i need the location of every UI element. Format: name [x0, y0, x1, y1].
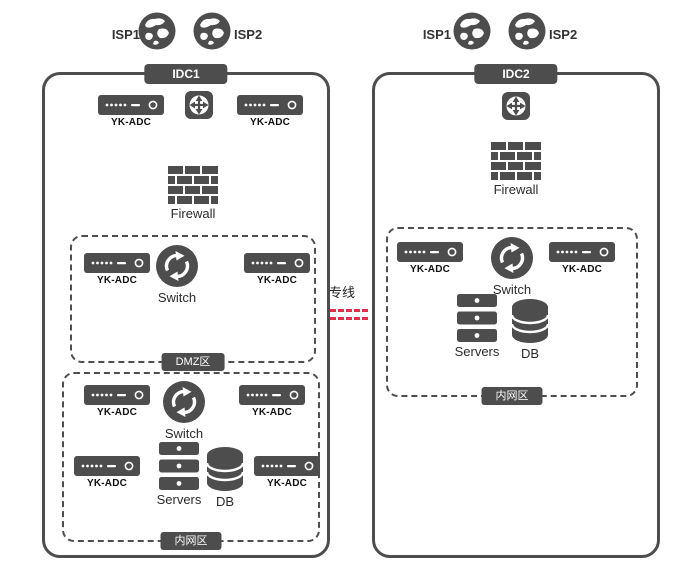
adc-appliance-icon: [74, 456, 140, 476]
firewall-label: Firewall: [493, 182, 539, 197]
database-cylinder-icon: [204, 446, 246, 492]
globe-icon: [508, 12, 546, 50]
idc2-adc-right: YK-ADC: [540, 242, 624, 275]
yk-adc-label: YK-ADC: [561, 264, 603, 275]
idc2-isp2-label: ISP2: [549, 27, 578, 42]
idc2-router-node: [502, 92, 530, 120]
switch-cycle-icon: [155, 244, 199, 288]
switch-label: Switch: [164, 426, 204, 441]
route-cross-icon: [185, 91, 213, 119]
red-dashed-line: [330, 309, 368, 312]
dedicated-line-label: 专线: [329, 285, 356, 300]
adc-appliance-icon: [254, 456, 320, 476]
yk-adc-label: YK-ADC: [249, 117, 291, 128]
intranet-zone-badge: 内网区: [481, 386, 543, 405]
idc1-container: IDC1: [42, 64, 330, 558]
idc1-isp2-label: ISP2: [234, 27, 263, 42]
server-stack-icon: [457, 294, 497, 342]
yk-adc-label: YK-ADC: [86, 478, 128, 489]
yk-adc-label: YK-ADC: [256, 275, 298, 286]
switch-cycle-icon: [162, 380, 206, 424]
idc1-dmz-switch-node: Switch: [137, 244, 217, 305]
idc1-dmz-adc-right: YK-ADC: [235, 253, 319, 286]
globe-icon: [453, 12, 491, 50]
idc2-adc-left: YK-ADC: [388, 242, 472, 275]
idc1-intranet-switch-node: Switch: [144, 380, 224, 441]
idc1-dmz-zone-box: DMZ区: [70, 235, 316, 371]
firewall-brick-icon: [491, 142, 541, 180]
idc2-firewall-node: Firewall: [481, 142, 551, 197]
switch-label: Switch: [157, 290, 197, 305]
idc1-intranet-adc-top-left: YK-ADC: [75, 385, 159, 418]
idc1-firewall-node: Firewall: [158, 166, 228, 221]
adc-appliance-icon: [84, 385, 150, 405]
servers-label: Servers: [454, 344, 500, 359]
db-label: DB: [520, 346, 540, 361]
adc-appliance-icon: [98, 95, 164, 115]
switch-cycle-icon: [490, 236, 534, 280]
idc2-servers-node: Servers: [449, 294, 505, 359]
idc1-adc-top-left: YK-ADC: [89, 95, 173, 128]
idc1-intranet-adc-bottom-left: YK-ADC: [65, 456, 149, 489]
idc1-intranet-adc-bottom-right: YK-ADC: [245, 456, 329, 489]
yk-adc-label: YK-ADC: [266, 478, 308, 489]
dmz-zone-badge: DMZ区: [161, 352, 225, 371]
database-cylinder-icon: [509, 298, 551, 344]
globe-icon: [138, 12, 176, 50]
idc2-title-badge: IDC2: [474, 64, 558, 85]
db-label: DB: [215, 494, 235, 509]
globe-icon: [193, 12, 231, 50]
adc-appliance-icon: [84, 253, 150, 273]
idc2-intranet-zone-box: 内网区: [386, 227, 638, 405]
yk-adc-label: YK-ADC: [96, 275, 138, 286]
yk-adc-label: YK-ADC: [96, 407, 138, 418]
route-cross-icon: [502, 92, 530, 120]
idc1-db-node: DB: [200, 446, 250, 509]
idc1-intranet-adc-top-right: YK-ADC: [230, 385, 314, 418]
adc-appliance-icon: [239, 385, 305, 405]
idc1-isp1-label: ISP1: [111, 27, 140, 42]
yk-adc-label: YK-ADC: [251, 407, 293, 418]
adc-appliance-icon: [549, 242, 615, 262]
firewall-label: Firewall: [170, 206, 216, 221]
switch-label: Switch: [492, 282, 532, 297]
red-dashed-line: [330, 317, 368, 320]
yk-adc-label: YK-ADC: [110, 117, 152, 128]
idc2-switch-node: Switch: [472, 236, 552, 297]
idc1-title-badge: IDC1: [144, 64, 228, 85]
adc-appliance-icon: [244, 253, 310, 273]
idc2-isp1-label: ISP1: [422, 27, 451, 42]
adc-appliance-icon: [237, 95, 303, 115]
adc-appliance-icon: [397, 242, 463, 262]
idc2-db-node: DB: [505, 298, 555, 361]
idc1-dmz-adc-left: YK-ADC: [75, 253, 159, 286]
servers-label: Servers: [156, 492, 202, 507]
idc1-adc-top-right: YK-ADC: [228, 95, 312, 128]
idc1-router-node: [185, 91, 213, 119]
idc1-servers-node: Servers: [151, 442, 207, 507]
server-stack-icon: [159, 442, 199, 490]
idc2-container: IDC2: [372, 64, 660, 558]
intranet-zone-badge: 内网区: [160, 531, 222, 550]
yk-adc-label: YK-ADC: [409, 264, 451, 275]
firewall-brick-icon: [168, 166, 218, 204]
